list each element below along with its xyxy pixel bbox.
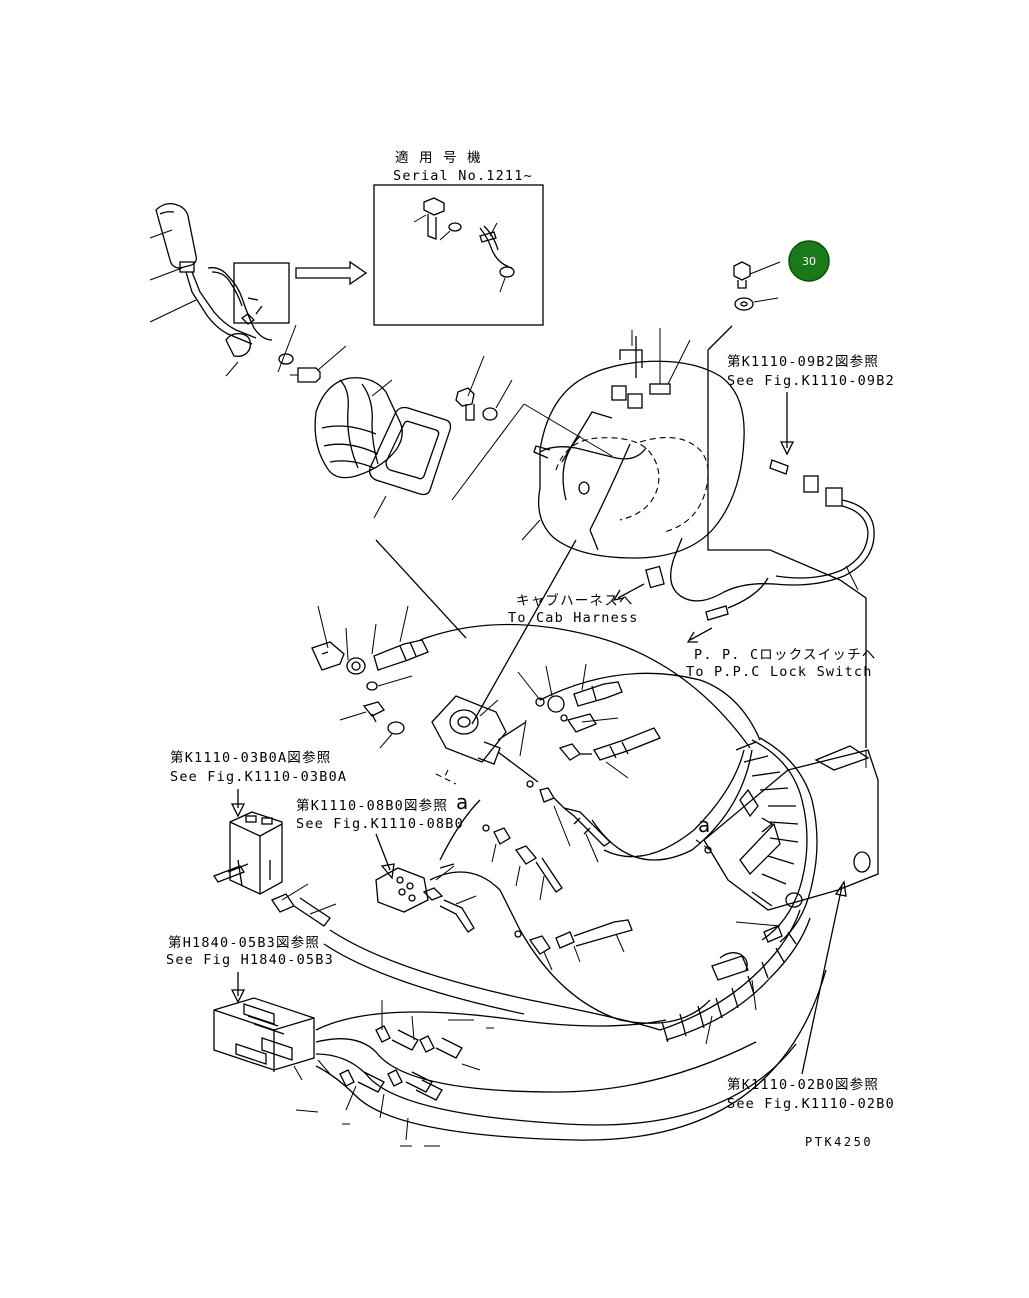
spiral-hose-bundle xyxy=(659,909,811,1045)
valve-bolt xyxy=(339,701,405,749)
ref-k1110-08b0-en: See Fig.K1110-08B0 xyxy=(296,816,464,832)
bolt-30 xyxy=(733,261,781,311)
serial-detail-box xyxy=(373,184,544,326)
lower-fittings xyxy=(439,780,612,901)
bolt-stack-left xyxy=(311,605,429,691)
ref-k1110-02b0-en: See Fig.K1110-02B0 xyxy=(727,1096,895,1112)
valve-bracket xyxy=(703,737,879,943)
marker-a-left: a xyxy=(456,790,468,814)
marker-a-right-dash xyxy=(695,839,711,851)
ref-k1110-09b2-en: See Fig.K1110-09B2 xyxy=(727,373,895,389)
cab-harness-jp: キャブハーネスへ xyxy=(516,592,634,609)
lever-switch-wires xyxy=(207,267,347,383)
ref-k1110-09b2-jp: 第K1110-09B2図参照 xyxy=(727,353,879,370)
ppc-lock-en: To P.P.C Lock Switch xyxy=(686,664,873,680)
serial-detail-parts xyxy=(413,197,515,293)
hose-mid-1 xyxy=(591,749,753,861)
marker-a-right: a xyxy=(698,813,710,837)
hose-lower-1 xyxy=(429,871,711,1024)
hose-mid-3 xyxy=(539,672,761,741)
detail-arrow-icon xyxy=(295,260,368,286)
k1110-02b0-leader xyxy=(801,880,847,1075)
rotary-connector xyxy=(375,865,477,933)
solenoid-valve xyxy=(213,811,283,895)
badge-circle xyxy=(788,240,830,282)
pilot-valve xyxy=(375,539,577,765)
console-bolt xyxy=(455,355,513,421)
valve-block-hoses xyxy=(295,969,827,1147)
switch-wire-box xyxy=(233,262,290,324)
cab-harness-en: To Cab Harness xyxy=(508,610,639,626)
valve-fittings xyxy=(497,663,661,783)
lever-knob-assembly xyxy=(149,202,257,377)
cab-harness-arrow-icon xyxy=(612,583,645,601)
ppc-lock-arrow-icon xyxy=(686,577,769,643)
h1840-05b3-leader xyxy=(230,972,246,1004)
control-valve-block xyxy=(213,997,331,1081)
boot-plate xyxy=(368,406,452,519)
k1110-03b0a-leader xyxy=(230,789,246,818)
drawing-code: PTK4250 xyxy=(805,1135,873,1149)
ref-h1840-05b3-en: See Fig H1840-05B3 xyxy=(166,952,334,968)
ref-k1110-03b0a-en: See Fig.K1110-03B0A xyxy=(170,769,347,785)
ref-k1110-08b0-jp: 第K1110-08B0図参照 xyxy=(296,797,448,814)
badge-label: 30 xyxy=(802,255,816,268)
ref-k1110-02b0-jp: 第K1110-02B0図参照 xyxy=(727,1076,879,1093)
marker-arrow-a xyxy=(435,769,457,785)
ppc-lock-jp: P. P. Cロックスイッチへ xyxy=(694,647,877,663)
ref-k1110-03b0a-jp: 第K1110-03B0A図参照 xyxy=(170,749,331,766)
hose-mid-2 xyxy=(603,749,745,858)
item-30-badge[interactable]: 30 xyxy=(788,240,830,282)
harness-connectors-right xyxy=(645,459,875,602)
hose-upper xyxy=(419,623,751,749)
k1110-09b2-leader xyxy=(707,325,867,748)
ref-h1840-05b3-jp: 第H1840-05B3図参照 xyxy=(168,934,320,951)
serial-note-en: Serial No.1211~ xyxy=(393,168,533,184)
control-console xyxy=(451,328,745,559)
serial-note-jp: 適 用 号 機 xyxy=(395,149,482,166)
lower-right-fitting xyxy=(514,919,633,971)
